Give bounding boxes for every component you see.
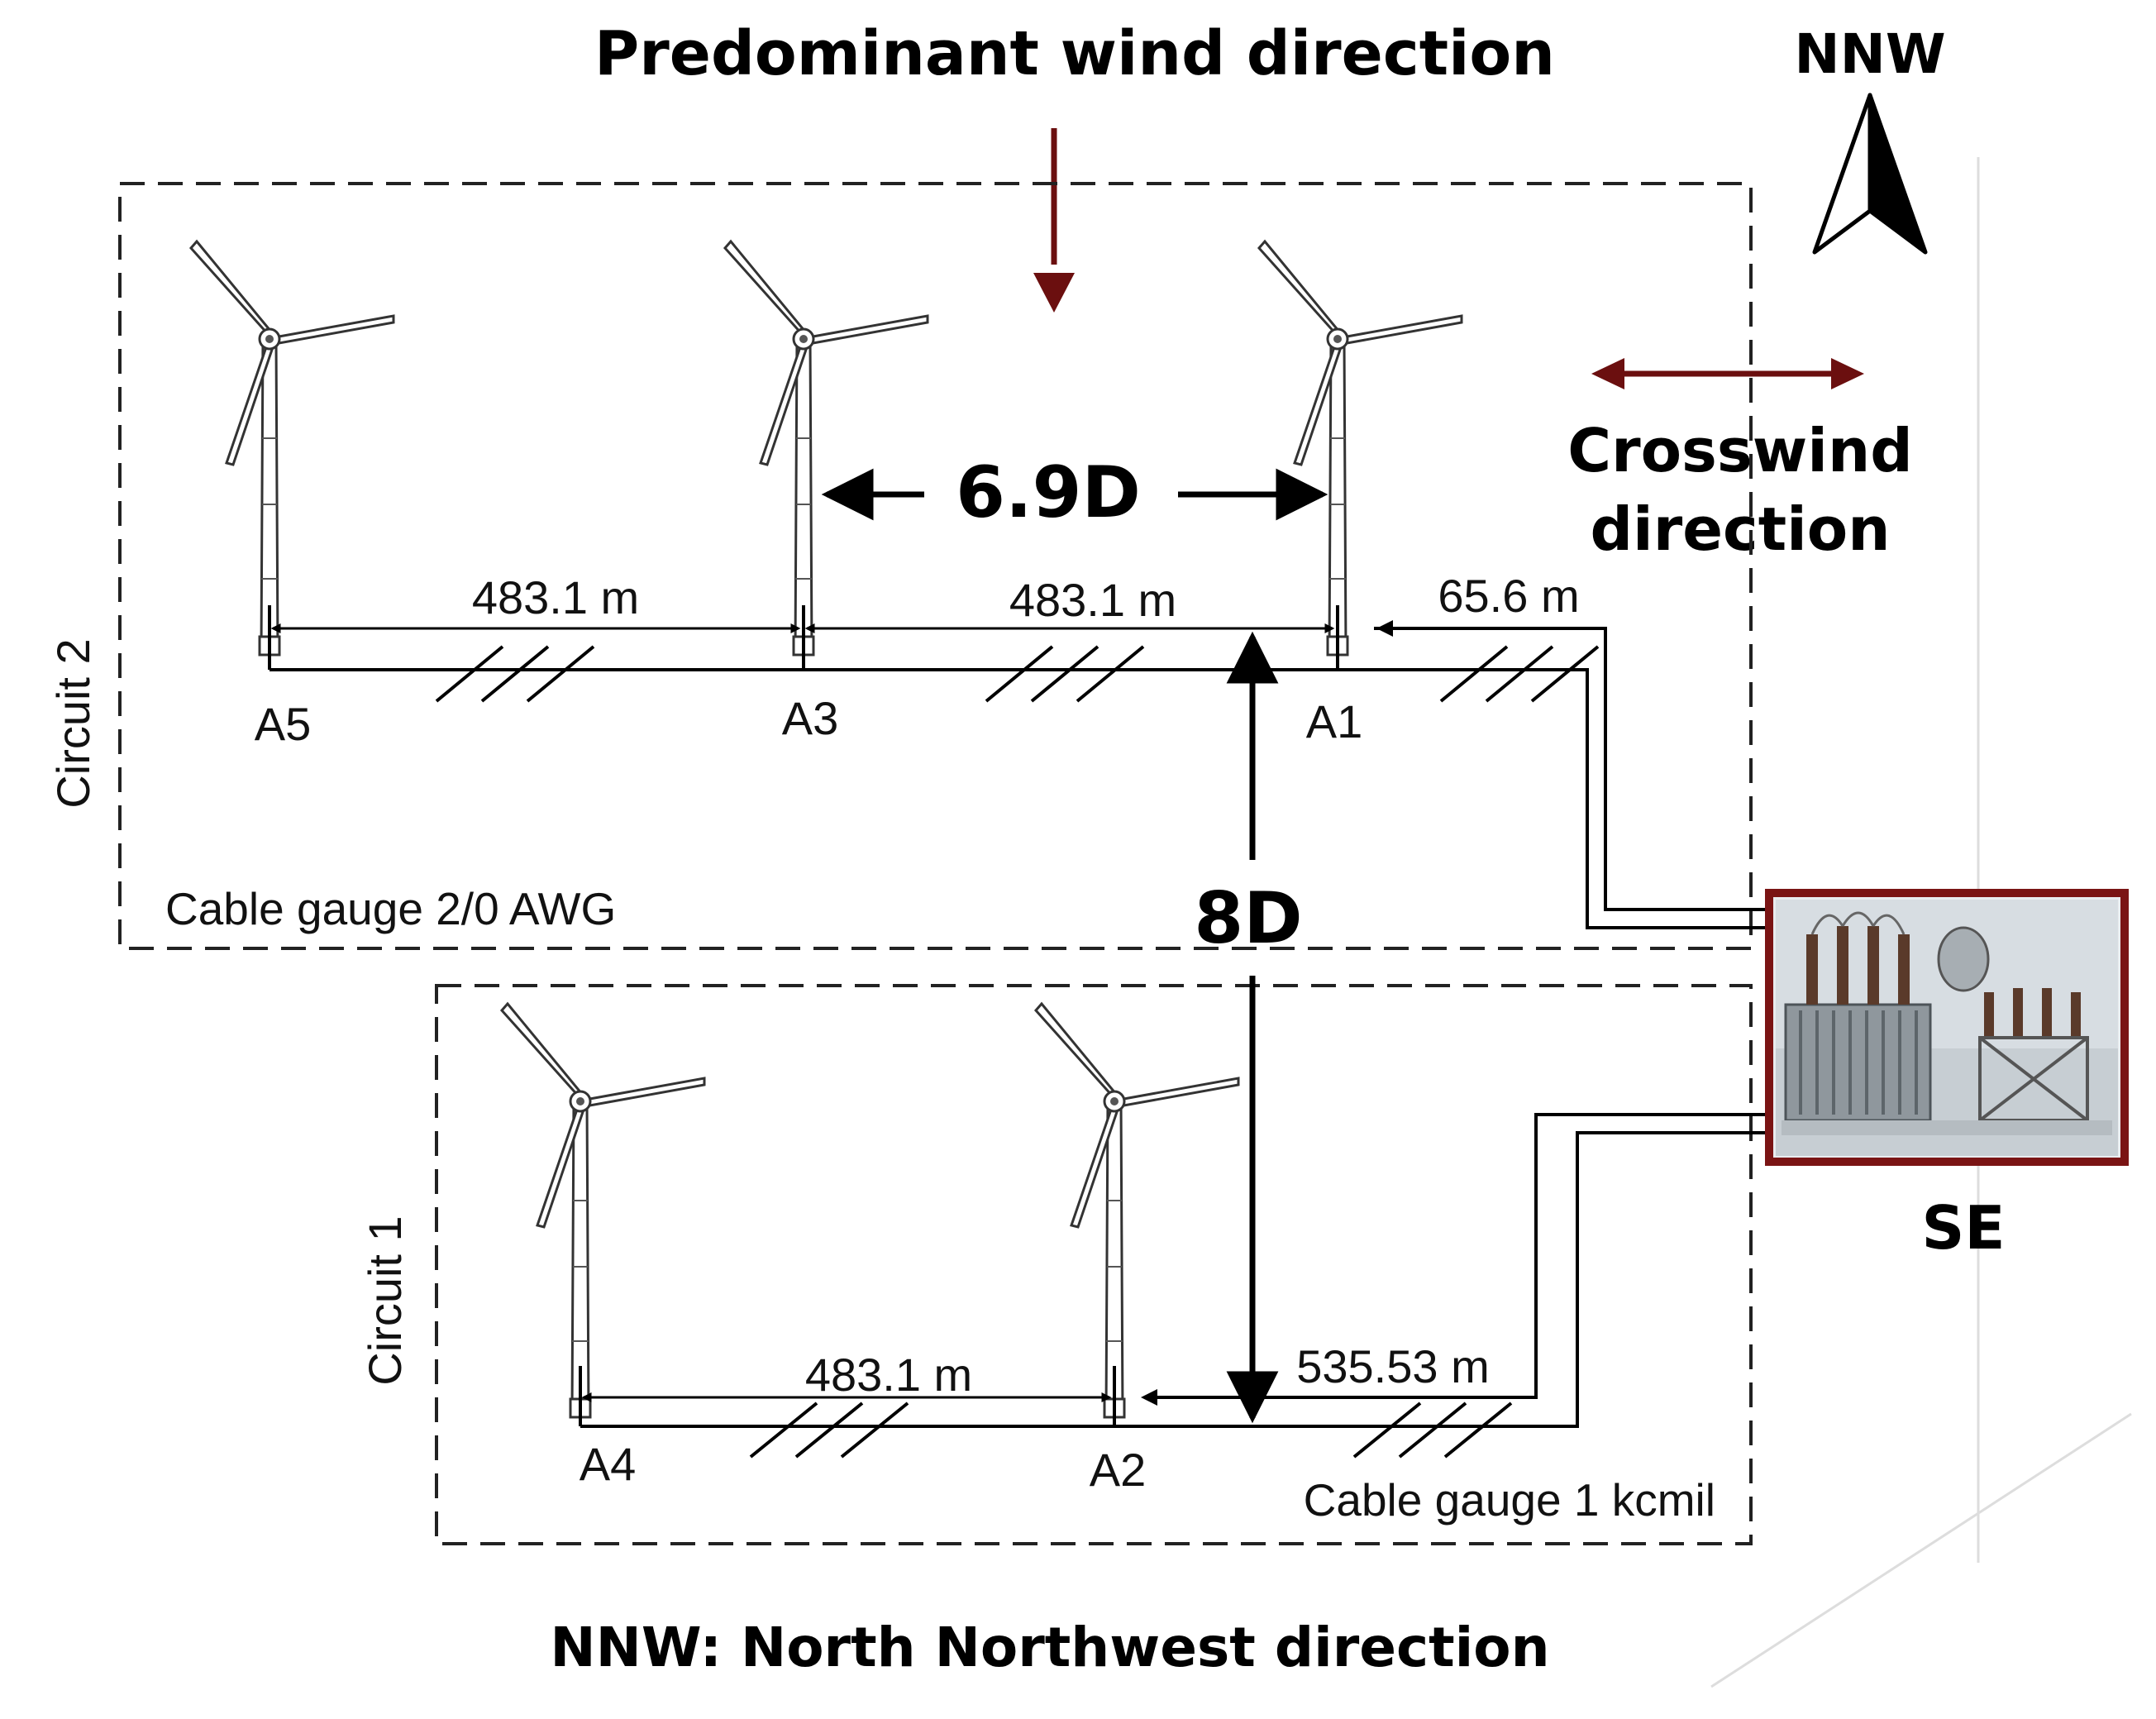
turbine-label-a1: A1 <box>1306 695 1363 747</box>
distance-a2-se: 535.53 m <box>1296 1340 1490 1392</box>
crosswind-label-line1: Crosswind <box>1567 416 1913 485</box>
circuit-2-cable-label: Cable gauge 2/0 AWG <box>165 883 616 934</box>
circuit-2-label: Circuit 2 <box>47 638 99 808</box>
turbine-label-a5: A5 <box>255 698 312 750</box>
title: Predominant wind direction <box>594 18 1555 89</box>
circuit-1-boundary <box>435 984 1753 1545</box>
distance-a1-se: 65.6 m <box>1438 570 1579 622</box>
turbine-a4-icon <box>500 1002 706 1419</box>
footer-note: NNW: North Northwest direction <box>550 1616 1549 1679</box>
spacing-horizontal-label: 6.9D <box>956 451 1141 534</box>
compass-label: NNW <box>1794 22 1945 86</box>
circuit-1-hatch <box>749 1401 1513 1459</box>
turbine-label-a2: A2 <box>1090 1444 1147 1496</box>
spacing-vertical-label: 8D <box>1194 877 1302 960</box>
crosswind-arrow <box>1591 358 1864 389</box>
circuit-1-cable <box>579 1113 1769 1428</box>
circuit-2-cable <box>268 605 1769 929</box>
turbine-label-a4: A4 <box>580 1438 637 1490</box>
wind-direction-arrow <box>1033 128 1075 313</box>
circuit-2-hatch <box>435 645 1600 703</box>
turbine-a5-icon <box>189 240 395 657</box>
turbine-a1-icon <box>1257 240 1463 657</box>
crosswind-label-line2: direction <box>1590 494 1890 564</box>
turbine-a3-icon <box>723 240 929 657</box>
turbine-a2-icon <box>1034 1002 1240 1419</box>
distance-a4-a2: 483.1 m <box>805 1349 972 1401</box>
turbine-label-a3: A3 <box>782 692 839 744</box>
circuit-1-label: Circuit 1 <box>359 1215 411 1385</box>
substation-image <box>1765 889 2129 1166</box>
circuit-2-boundary <box>118 182 1753 950</box>
substation-label: SE <box>1921 1193 2005 1263</box>
circuit-1-cable-label: Cable gauge 1 kcmil <box>1304 1474 1715 1526</box>
north-arrow-icon <box>1812 93 1928 255</box>
distance-a3-a1: 483.1 m <box>1009 574 1176 626</box>
distance-a5-a3: 483.1 m <box>472 571 639 623</box>
